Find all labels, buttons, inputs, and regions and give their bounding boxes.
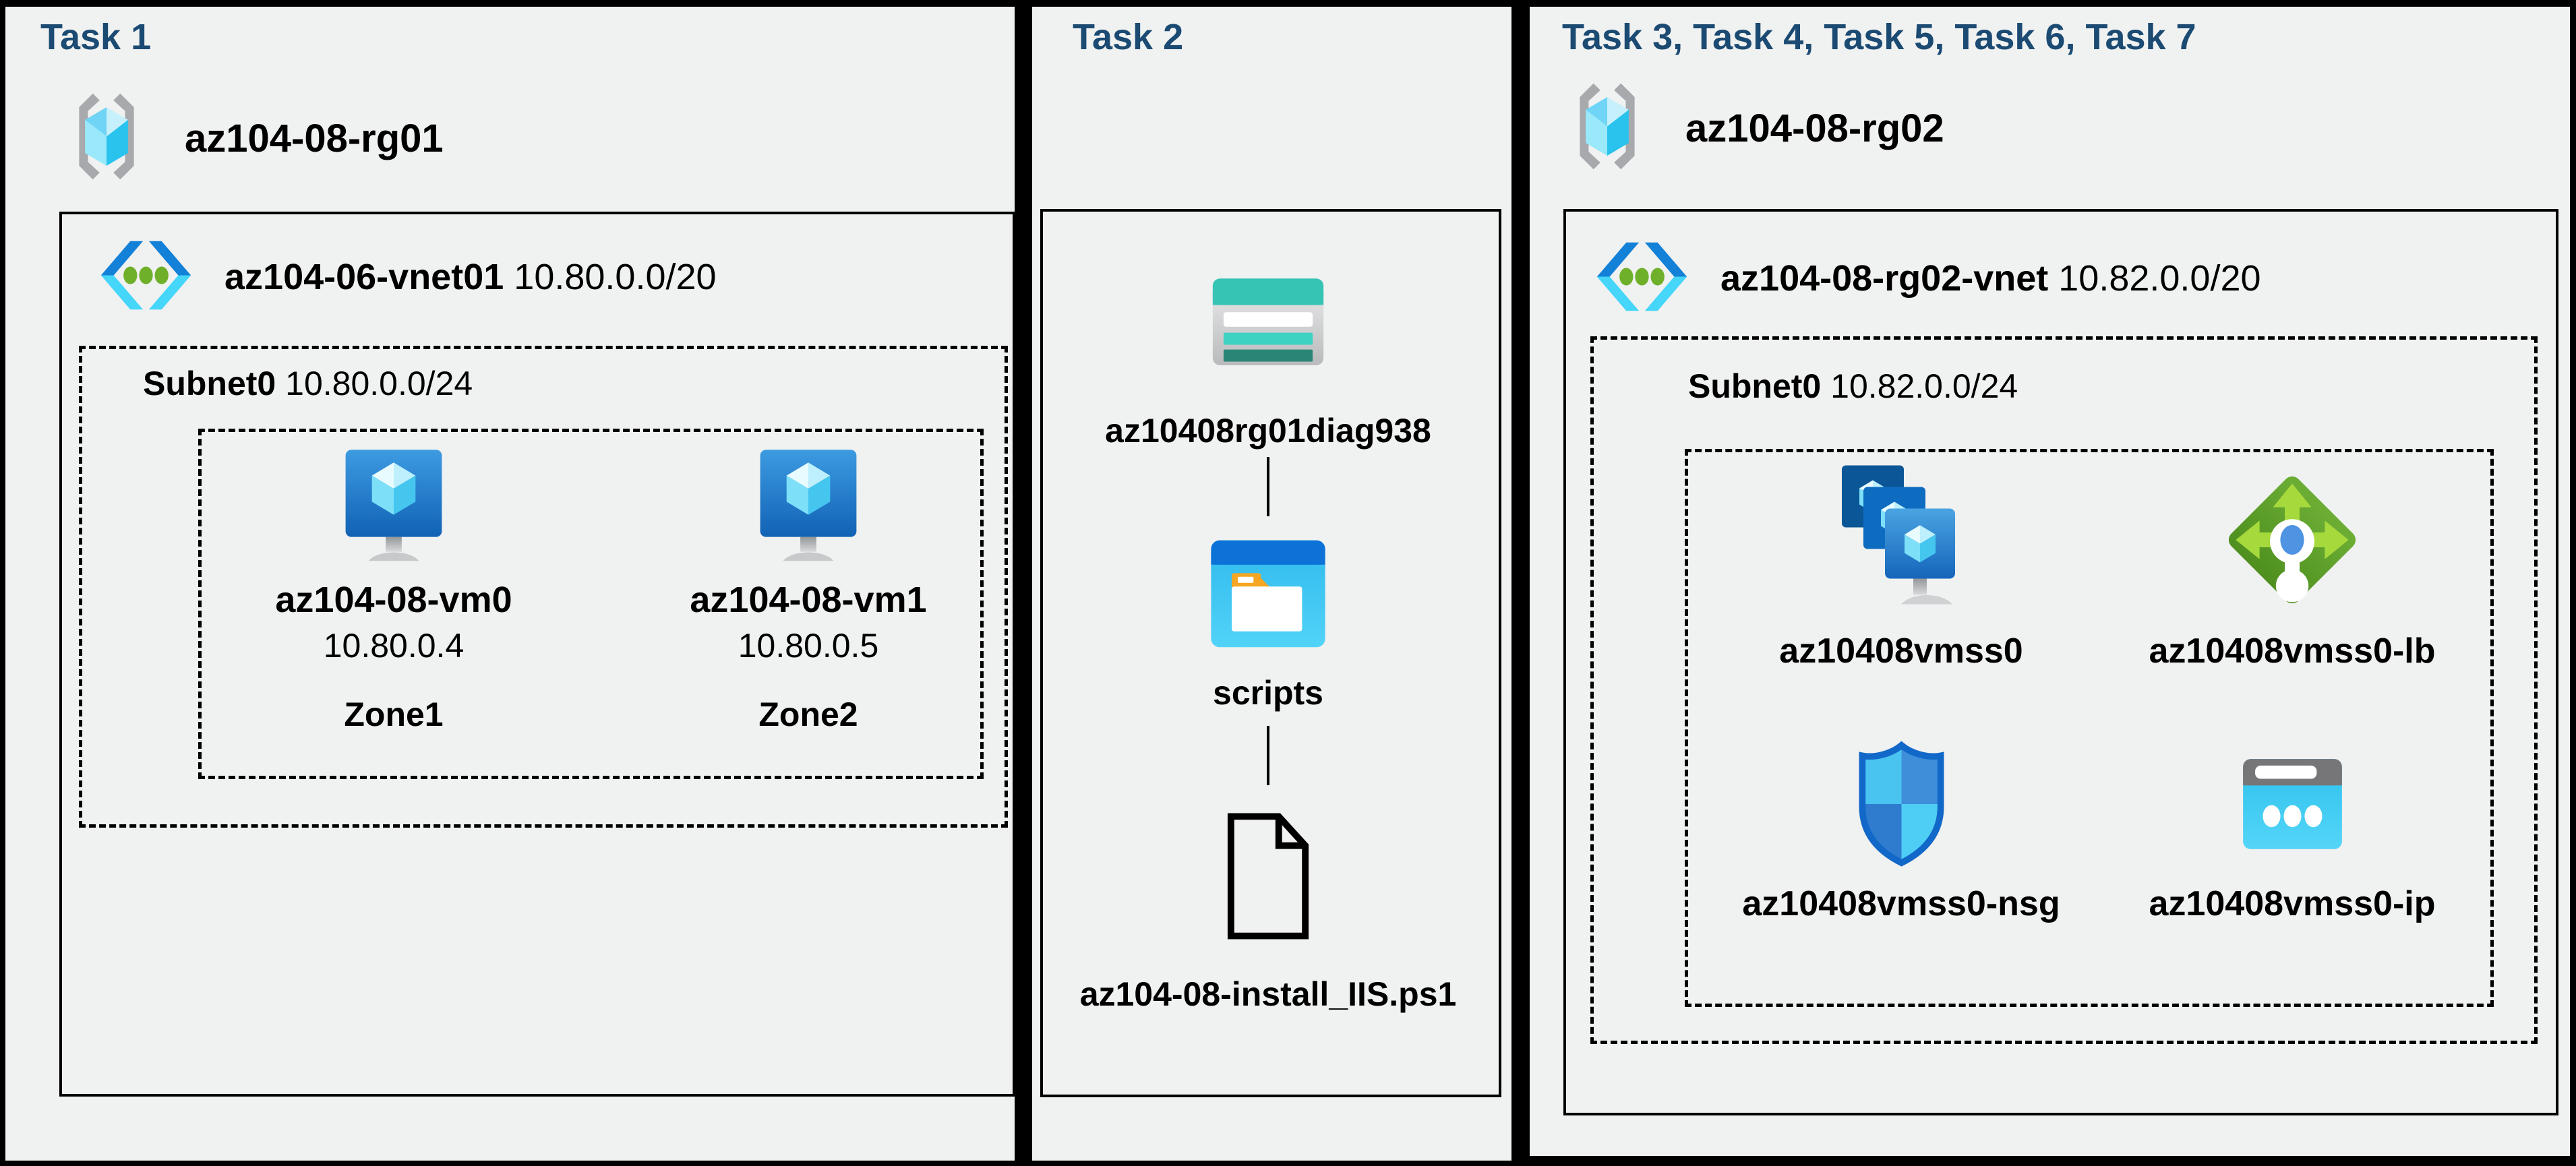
task3-vnet: az104-08-rg02-vnet 10.82.0.0/20: [1593, 241, 2261, 315]
public-ip-icon: [2237, 754, 2348, 858]
task2-panel: Task 2 az10408rg01diag938: [1032, 7, 1511, 1161]
vm-ip: 10.80.0.5: [738, 627, 879, 665]
resource-name: az10408vmss0-nsg: [1742, 884, 2060, 923]
vnet-label: az104-06-vnet01 10.80.0.0/20: [224, 257, 717, 297]
task1-vnet-box: az104-06-vnet01 10.80.0.0/20 Subnet0 10.…: [59, 212, 1015, 1097]
task2-box: az10408rg01diag938 scripts: [1040, 209, 1501, 1097]
vmss-cell: az10408vmss0: [1726, 459, 2076, 671]
storage-account-name: az10408rg01diag938: [1105, 412, 1431, 450]
vm0-cell: az104-08-vm0 10.80.0.4 Zone1: [232, 448, 556, 734]
container-name: scripts: [1213, 674, 1323, 712]
virtual-network-icon: [97, 240, 195, 314]
connector-line: [1267, 457, 1269, 516]
resource-name: az10408vmss0-lb: [2149, 632, 2436, 671]
task3-panel: Task 3, Task 4, Task 5, Task 6, Task 7 a…: [1530, 7, 2570, 1156]
load-balancer-cell: az10408vmss0-lb: [2117, 459, 2467, 671]
task3-vnet-box: az104-08-rg02-vnet 10.82.0.0/20 Subnet0 …: [1563, 209, 2558, 1115]
task3-resource-group: az104-08-rg02: [1560, 78, 1944, 179]
task3-title: Task 3, Task 4, Task 5, Task 6, Task 7: [1562, 17, 2196, 57]
storage-account-icon: [1207, 269, 1329, 373]
vmss-icon: [1834, 462, 1969, 617]
task1-panel: Task 1 az104-08-rg01: [5, 7, 1015, 1161]
task3-resource-box: az10408vmss0: [1685, 449, 2494, 1007]
script-file-name: az104-08-install_IIS.ps1: [1079, 975, 1457, 1013]
public-ip-cell: az10408vmss0-ip: [2117, 742, 2467, 924]
task1-vnet: az104-06-vnet01 10.80.0.0/20: [97, 240, 717, 314]
subnet-label: Subnet0 10.80.0.0/24: [143, 365, 473, 402]
vm1-cell: az104-08-vm1 10.80.0.5 Zone2: [647, 448, 970, 734]
task2-title: Task 2: [1073, 17, 1184, 57]
resource-name: az10408vmss0: [1779, 632, 2023, 671]
file-icon: [1224, 812, 1312, 944]
vnet-label: az104-08-rg02-vnet 10.82.0.0/20: [1720, 258, 2261, 299]
vm-name: az104-08-vm0: [275, 580, 512, 620]
network-security-group-icon: [1849, 741, 1954, 870]
virtual-machine-icon: [751, 448, 866, 565]
nsg-cell: az10408vmss0-nsg: [1726, 741, 2076, 924]
vm-name: az104-08-vm1: [690, 580, 927, 620]
task3-subnet-box: Subnet0 10.82.0.0/24: [1590, 336, 2538, 1044]
task1-subnet-box: Subnet0 10.80.0.0/24: [79, 346, 1008, 828]
resource-group-icon: [59, 88, 154, 189]
task1-resource-group: az104-08-rg01: [59, 88, 444, 189]
subnet-label: Subnet0 10.82.0.0/24: [1688, 367, 2018, 405]
resource-name: az10408vmss0-ip: [2149, 884, 2436, 923]
vm-zone: Zone1: [344, 696, 444, 733]
task1-title: Task 1: [40, 17, 152, 57]
resource-group-name: az104-08-rg01: [185, 116, 444, 160]
resource-group-name: az104-08-rg02: [1685, 106, 1944, 150]
resource-group-icon: [1560, 78, 1654, 179]
virtual-network-icon: [1593, 241, 1691, 315]
task1-vm-box: az104-08-vm0 10.80.0.4 Zone1: [198, 429, 984, 779]
connector-line: [1267, 726, 1269, 785]
virtual-machine-icon: [336, 448, 451, 565]
blob-container-icon: [1207, 536, 1329, 654]
vm-ip: 10.80.0.4: [323, 627, 465, 665]
load-balancer-icon: [2218, 466, 2366, 617]
vm-zone: Zone2: [758, 696, 858, 733]
